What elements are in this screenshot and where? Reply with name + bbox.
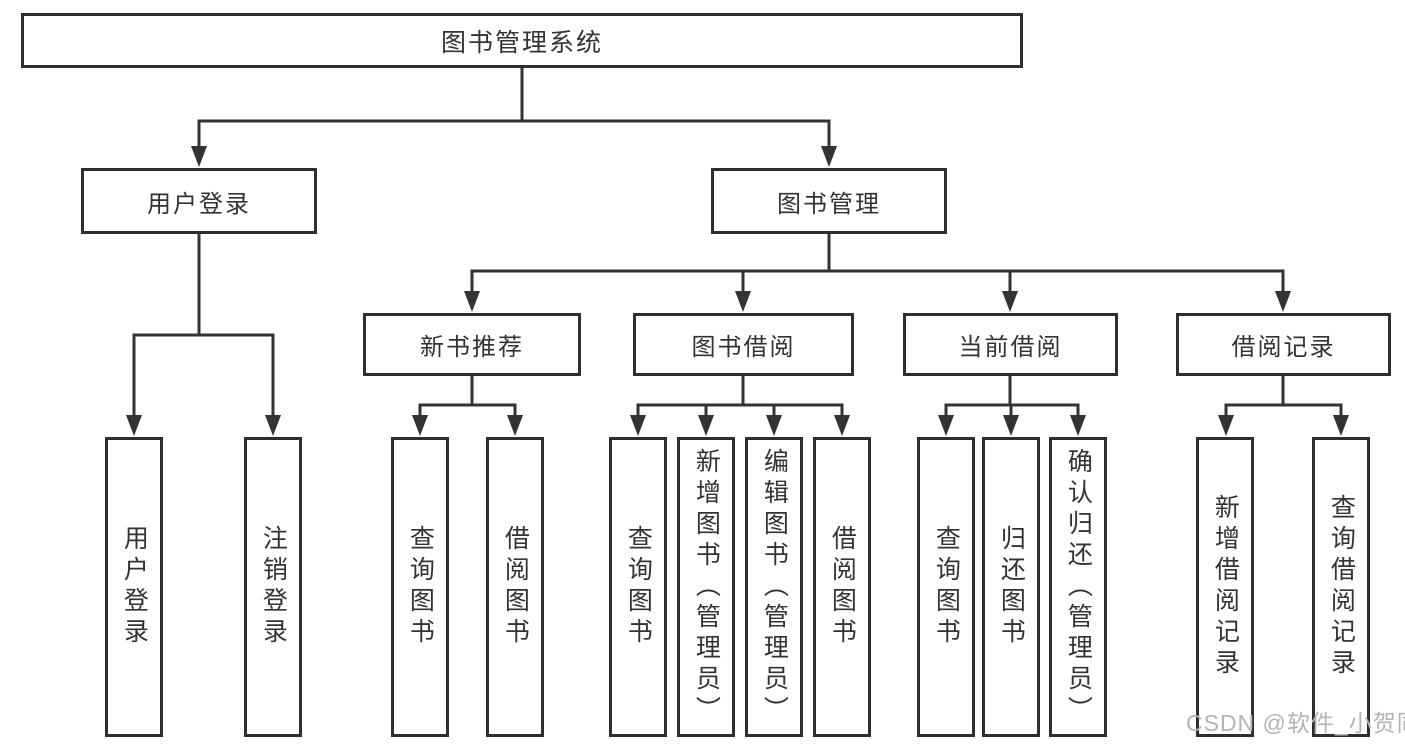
- node-label: 图书借阅: [691, 334, 796, 361]
- arrow-down-icon: [265, 415, 281, 436]
- arrow-down-icon: [412, 415, 428, 436]
- leaf-query-books-borrow: 查询图书: [609, 437, 667, 737]
- node-label: 新增图书（管理员）: [692, 447, 721, 727]
- leaf-query-books-recommend: 查询图书: [391, 437, 449, 737]
- csdn-watermark: CSDN @软件_小贺同学: [1186, 710, 1405, 736]
- node-label: 确认归还（管理员）: [1064, 447, 1093, 727]
- leaf-edit-book-admin: 编辑图书（管理员）: [745, 437, 803, 737]
- node-label: 查询图书: [406, 525, 435, 649]
- node-label: 图书管理系统: [440, 28, 603, 57]
- node-library-management-system: 图书管理系统: [21, 13, 1023, 68]
- node-label: 查询图书: [932, 525, 961, 649]
- leaf-logout: 注销登录: [244, 437, 302, 737]
- leaf-borrow-books-recommend: 借阅图书: [486, 437, 544, 737]
- node-book-borrowing: 图书借阅: [633, 313, 854, 376]
- node-label: 查询图书: [624, 525, 653, 649]
- node-label: 归还图书: [997, 525, 1026, 649]
- node-label: 查询借阅记录: [1327, 494, 1356, 680]
- arrowheads: [126, 146, 1349, 436]
- leaf-query-books-current: 查询图书: [917, 437, 975, 737]
- arrow-down-icon: [630, 415, 646, 436]
- node-label: 新书推荐: [420, 334, 524, 361]
- node-current-borrowing: 当前借阅: [903, 313, 1118, 376]
- arrow-down-icon: [191, 146, 207, 167]
- leaf-return-books: 归还图书: [982, 437, 1040, 737]
- node-user-login: 用户登录: [81, 168, 317, 234]
- node-label: 用户登录: [120, 525, 149, 649]
- leaf-add-borrow-record: 新增借阅记录: [1196, 437, 1254, 737]
- arrow-down-icon: [938, 415, 954, 436]
- arrow-down-icon: [1333, 415, 1349, 436]
- arrow-down-icon: [834, 415, 850, 436]
- leaf-borrow-books: 借阅图书: [813, 437, 871, 737]
- node-label: 新增借阅记录: [1211, 494, 1240, 680]
- node-label: 当前借阅: [958, 334, 1063, 361]
- arrow-down-icon: [126, 415, 142, 436]
- arrow-down-icon: [1275, 291, 1291, 312]
- arrow-down-icon: [735, 291, 751, 312]
- arrow-down-icon: [821, 146, 837, 167]
- arrow-down-icon: [1003, 415, 1019, 436]
- node-label: 用户登录: [147, 190, 251, 218]
- arrow-down-icon: [698, 415, 714, 436]
- leaf-add-book-admin: 新增图书（管理员）: [677, 437, 735, 737]
- arrow-down-icon: [1002, 291, 1018, 312]
- node-label: 图书管理: [777, 190, 881, 218]
- leaf-query-borrow-record: 查询借阅记录: [1312, 437, 1370, 737]
- node-new-book-recommendation: 新书推荐: [363, 313, 581, 376]
- leaf-confirm-return-admin: 确认归还（管理员）: [1049, 437, 1107, 737]
- arrow-down-icon: [1218, 415, 1234, 436]
- leaf-user-login: 用户登录: [105, 437, 163, 737]
- node-label: 借阅图书: [828, 525, 857, 649]
- connector-paths: [132, 66, 1343, 418]
- node-label: 借阅记录: [1231, 334, 1336, 361]
- arrow-down-icon: [464, 291, 480, 312]
- arrow-down-icon: [766, 415, 782, 436]
- node-label: 编辑图书（管理员）: [760, 447, 789, 727]
- node-label: 注销登录: [259, 525, 288, 649]
- arrow-down-icon: [507, 415, 523, 436]
- node-label: 借阅图书: [501, 525, 530, 649]
- node-book-management: 图书管理: [711, 168, 947, 234]
- node-borrowing-records: 借阅记录: [1176, 313, 1391, 376]
- arrow-down-icon: [1070, 415, 1086, 436]
